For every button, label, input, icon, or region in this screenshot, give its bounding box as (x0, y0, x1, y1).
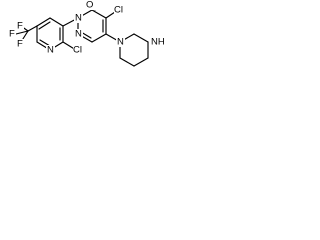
molecule-structure: O Cl Cl N N N N NH F F F (8, 0, 168, 67)
atom-f-bottom: F (16, 39, 24, 50)
atom-f-top: F (16, 21, 24, 32)
nitrogen-a-label: N (75, 13, 82, 24)
atom-cl-pyridine: Cl (73, 45, 86, 56)
bond-pyr-1 (36, 17, 51, 27)
bond-pip-5 (119, 57, 135, 67)
oxygen-label: O (86, 0, 93, 11)
bond-cf3-f-mid (15, 30, 29, 35)
bond-pyr-1-inner (38, 21, 51, 30)
bond-pdz-4 (91, 33, 107, 43)
chlorine-top-label: Cl (114, 5, 123, 16)
atom-o: O (85, 0, 97, 11)
bond-cf3-ring (27, 25, 38, 32)
nh-label: NH (151, 37, 165, 48)
atom-nh: NH (150, 37, 168, 48)
atom-n-c: N (46, 45, 55, 56)
atom-n-a: N (74, 13, 83, 24)
fluorine-middle-label: F (9, 29, 15, 40)
bond-pip-2 (133, 33, 149, 43)
nitrogen-c-label: N (47, 45, 54, 56)
atom-n-piperazine: N (116, 37, 125, 48)
fluorine-bottom-label: F (17, 39, 23, 50)
fluorine-top-label: F (17, 21, 23, 32)
nitrogen-piperazine-label: N (117, 37, 124, 48)
nitrogen-b-label: N (75, 29, 82, 40)
atom-f-mid: F (8, 29, 16, 40)
atom-cl-top: Cl (114, 5, 127, 16)
atom-n-b: N (74, 29, 83, 40)
bond-pyr-2 (49, 17, 64, 27)
bond-pip-4 (133, 57, 149, 67)
chlorine-pyridine-label: Cl (73, 45, 82, 56)
bond-pdz-2 (91, 9, 107, 19)
